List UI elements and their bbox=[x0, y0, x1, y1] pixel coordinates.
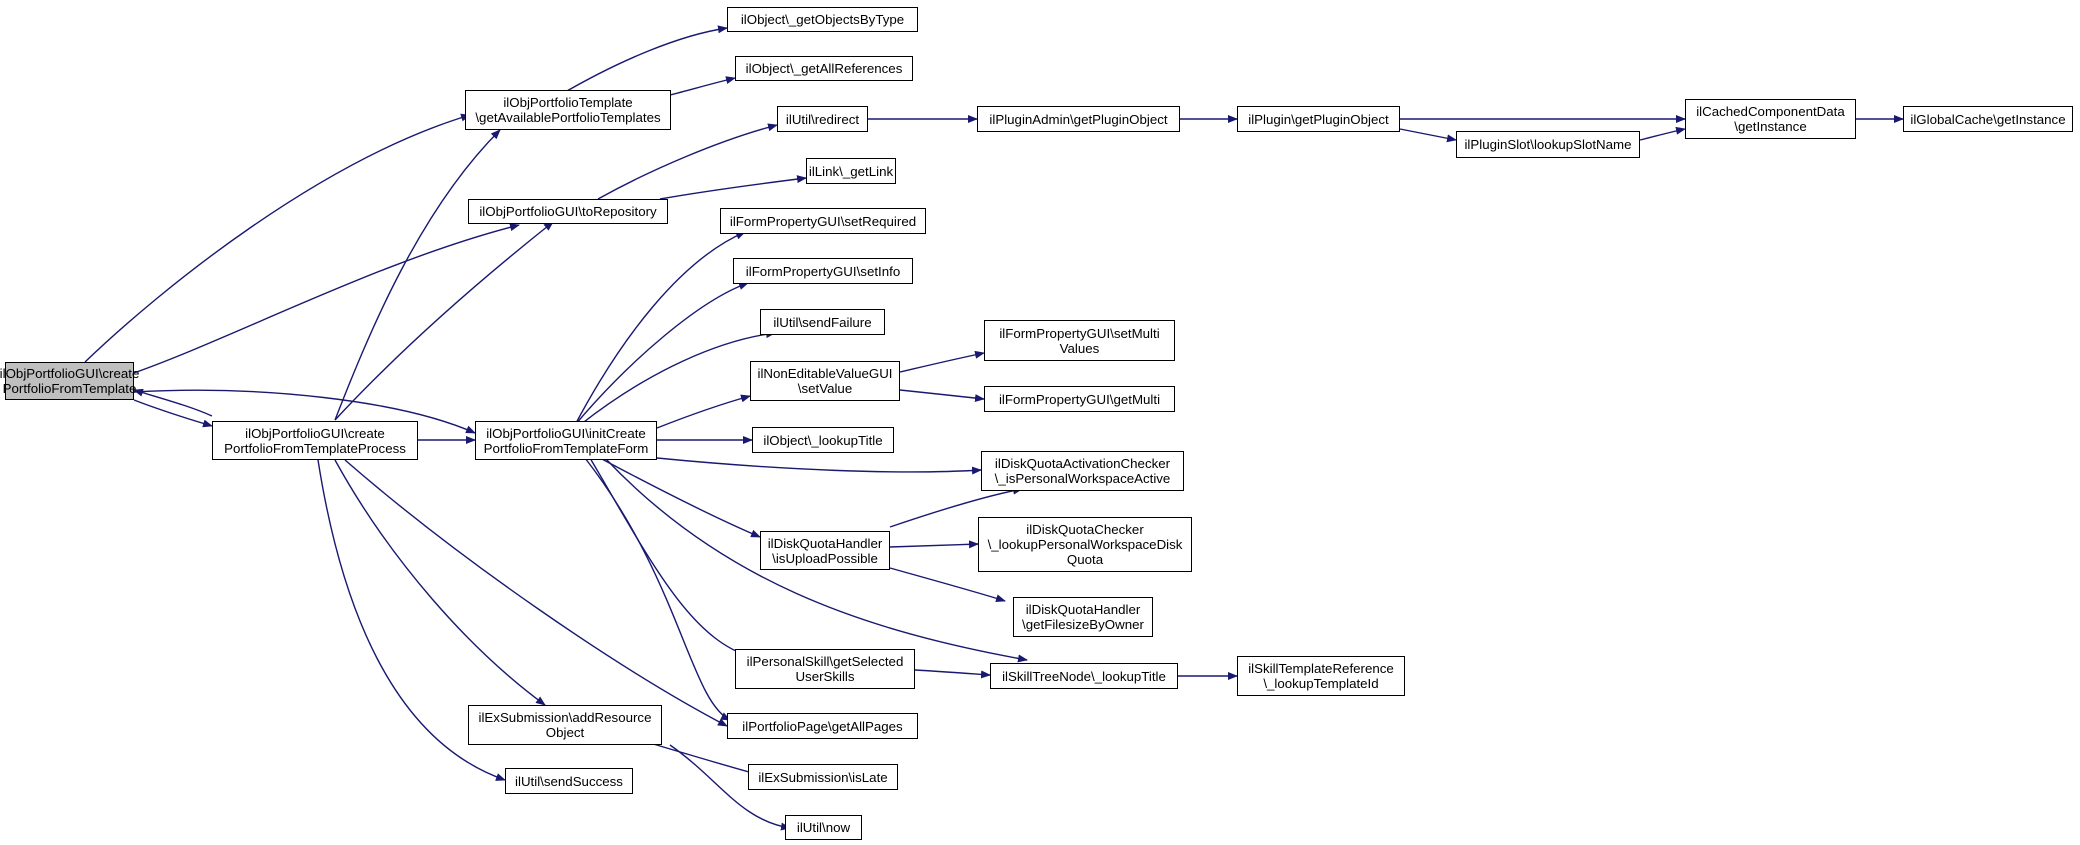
edge-torepo-to-redirect bbox=[597, 123, 778, 200]
node-set-required[interactable]: ilFormPropertyGUI\setRequired bbox=[720, 208, 926, 234]
node-get-link[interactable]: ilLink\_getLink bbox=[806, 158, 896, 184]
node-get-all-references[interactable]: ilObject\_getAllReferences bbox=[735, 56, 913, 81]
node-is-personal-workspace-active[interactable]: ilDiskQuotaActivationChecker\_isPersonal… bbox=[981, 451, 1184, 491]
node-send-failure[interactable]: ilUtil\sendFailure bbox=[760, 309, 885, 335]
node-is-late[interactable]: ilExSubmission\isLate bbox=[748, 764, 898, 790]
node-send-success[interactable]: ilUtil\sendSuccess bbox=[505, 768, 633, 794]
edge-root-to-torepo bbox=[127, 223, 520, 376]
edge-icpft-to-ppgap bbox=[584, 457, 731, 721]
node-get-multi[interactable]: ilFormPropertyGUI\getMulti bbox=[984, 386, 1175, 412]
edge-root-to-cpftp bbox=[133, 399, 213, 428]
edge-pgpo-to-pslsn bbox=[1399, 128, 1457, 143]
edge-cpftp-to-sendsucc bbox=[317, 459, 506, 781]
edge-dqhiup-to-dqc bbox=[889, 540, 979, 549]
node-lookup-template-id[interactable]: ilSkillTemplateReference\_lookupTemplate… bbox=[1237, 656, 1405, 696]
edge-nevsv-to-setmv bbox=[899, 350, 985, 373]
edge-gapt-to-gar bbox=[669, 76, 736, 96]
edge-cpftp-to-root bbox=[133, 388, 213, 417]
edge-icpft-to-dqac bbox=[656, 457, 982, 475]
edge-root-to-icpft bbox=[133, 389, 476, 434]
edge-dqhiup-to-dqac bbox=[889, 486, 1023, 528]
node-util-now[interactable]: ilUtil\now bbox=[785, 815, 862, 840]
node-cached-component-data-get-instance[interactable]: ilCachedComponentData\getInstance bbox=[1685, 99, 1856, 139]
edge-icpft-to-sendfail bbox=[579, 330, 776, 426]
edge-icpft-to-dqhiup bbox=[599, 457, 761, 538]
node-get-all-pages[interactable]: ilPortfolioPage\getAllPages bbox=[727, 713, 918, 739]
edge-exaro-to-utilnow bbox=[669, 744, 791, 831]
edge-psgss-to-stnlt bbox=[914, 669, 991, 679]
node-lookup-title[interactable]: ilObject\_lookupTitle bbox=[752, 427, 894, 453]
node-non-editable-value-set-value[interactable]: ilNonEditableValueGUI\setValue bbox=[750, 361, 900, 401]
node-get-objects-by-type[interactable]: ilObject\_getObjectsByType bbox=[727, 7, 918, 32]
edge-cpftp-to-torepo bbox=[334, 221, 554, 421]
node-lookup-slot-name[interactable]: ilPluginSlot\lookupSlotName bbox=[1456, 131, 1640, 158]
edge-gapt-to-gobt bbox=[559, 25, 728, 96]
node-get-filesize-by-owner[interactable]: ilDiskQuotaHandler\getFilesizeByOwner bbox=[1013, 597, 1153, 637]
edge-cpftp-to-gapt bbox=[334, 129, 501, 421]
node-set-info[interactable]: ilFormPropertyGUI\setInfo bbox=[733, 258, 913, 284]
edge-root-to-gapt bbox=[84, 113, 471, 363]
edge-icpft-to-stnlt bbox=[604, 457, 1028, 663]
node-to-repository[interactable]: ilObjPortfolioGUI\toRepository bbox=[468, 199, 668, 224]
node-global-cache-get-instance[interactable]: ilGlobalCache\getInstance bbox=[1903, 106, 2073, 132]
edge-cpftp-to-ppgap bbox=[344, 459, 728, 727]
node-get-available-portfolio-templates[interactable]: ilObjPortfolioTemplate\getAvailablePortf… bbox=[465, 90, 671, 130]
node-is-upload-possible[interactable]: ilDiskQuotaHandler\isUploadPossible bbox=[760, 531, 890, 570]
node-plugin-get-plugin-object[interactable]: ilPlugin\getPluginObject bbox=[1237, 106, 1400, 132]
node-lookup-personal-workspace-disk-quota[interactable]: ilDiskQuotaChecker\_lookupPersonalWorksp… bbox=[978, 517, 1192, 572]
edge-dqhiup-to-dqhgfo bbox=[889, 567, 1006, 603]
node-skill-tree-node-lookup-title[interactable]: ilSkillTreeNode\_lookupTitle bbox=[990, 663, 1178, 689]
edge-cpftp-to-exaro bbox=[334, 459, 546, 706]
edge-torepo-to-getlink bbox=[659, 175, 807, 200]
edge-pslsn-to-ccdgi bbox=[1639, 126, 1686, 141]
edge-nevsv-to-getmulti bbox=[899, 389, 985, 403]
edge-icpft-to-setreq bbox=[574, 231, 746, 426]
edge-icpft-to-setinfo bbox=[574, 282, 749, 426]
edge-icpft-to-nevsv bbox=[656, 394, 751, 429]
node-plugin-admin-get-plugin-object[interactable]: ilPluginAdmin\getPluginObject bbox=[977, 106, 1180, 132]
node-util-redirect[interactable]: ilUtil\redirect bbox=[777, 106, 868, 132]
